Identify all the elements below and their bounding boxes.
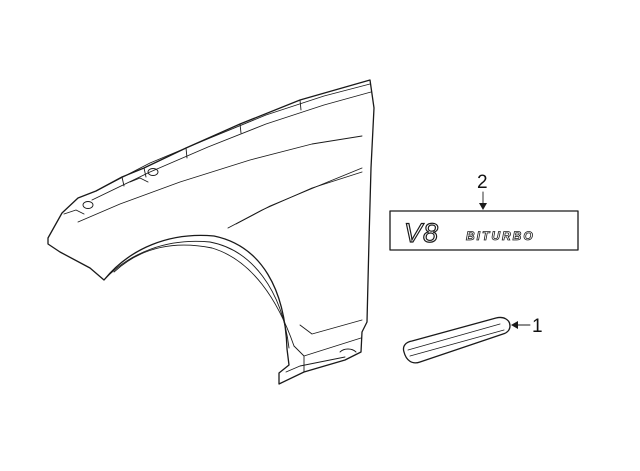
callout-1-number: 1 [532, 316, 543, 337]
emblem-model-text: V8 [404, 218, 439, 248]
emblem-variant-text: BITURBO [466, 229, 535, 243]
callout-1: 1 [511, 316, 543, 337]
mount-hole-2 [147, 168, 159, 176]
moulding-outline [402, 316, 511, 364]
emblem-frame [389, 210, 579, 251]
fender-outline [47, 79, 375, 385]
callout-2-arrowhead [479, 203, 487, 210]
mount-hole-1 [82, 201, 94, 209]
callout-2: 2 [477, 172, 488, 210]
wheel-arch-lip [103, 240, 290, 349]
callout-1-arrowhead [511, 321, 518, 329]
fender-top-flange-inner [91, 91, 372, 201]
emblem-part: V8 BITURBO [389, 210, 579, 251]
fender-character-line [77, 135, 363, 223]
fender [47, 79, 375, 385]
moulding-inner-edge [407, 323, 501, 351]
moulding-part [402, 316, 511, 364]
fender-top-flange [95, 83, 371, 192]
callout-2-number: 2 [477, 172, 488, 193]
